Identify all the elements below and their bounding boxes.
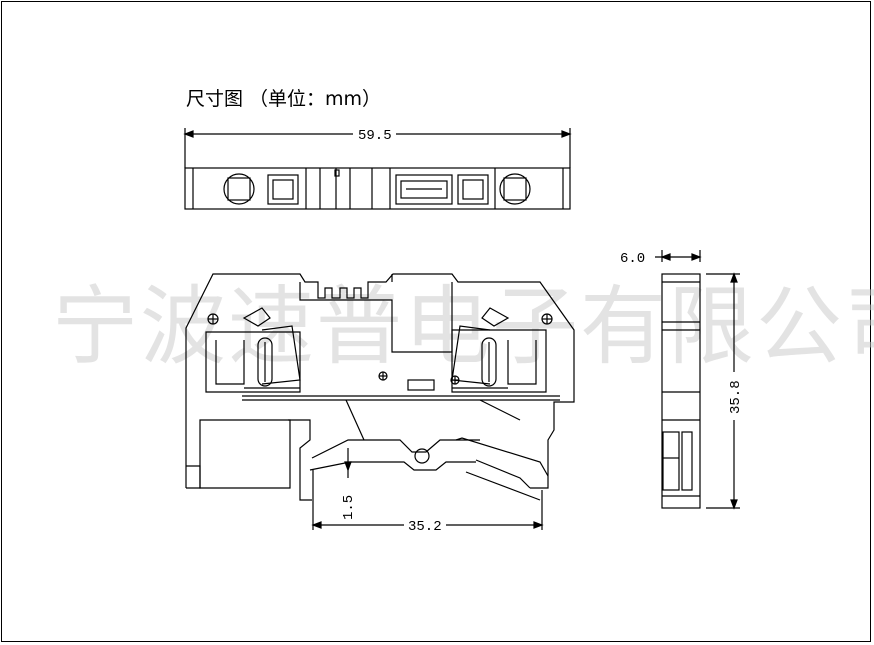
- dim-label-1-5: 1.5: [341, 495, 357, 520]
- front-view: [185, 273, 575, 501]
- drawing-title: 尺寸图 （单位：mm）: [186, 88, 382, 110]
- dim-label-6-0: 6.0: [620, 251, 645, 267]
- side-view: 6.0 35.8: [620, 250, 744, 510]
- dimension-top-width: 59.5: [183, 128, 572, 168]
- dim-label-35-2: 35.2: [408, 519, 442, 535]
- dim-label-35-8: 35.8: [728, 380, 744, 414]
- dim-label-59-5: 59.5: [358, 128, 392, 144]
- dimension-rail: 35.2 1.5: [311, 448, 544, 535]
- top-view: [184, 167, 571, 210]
